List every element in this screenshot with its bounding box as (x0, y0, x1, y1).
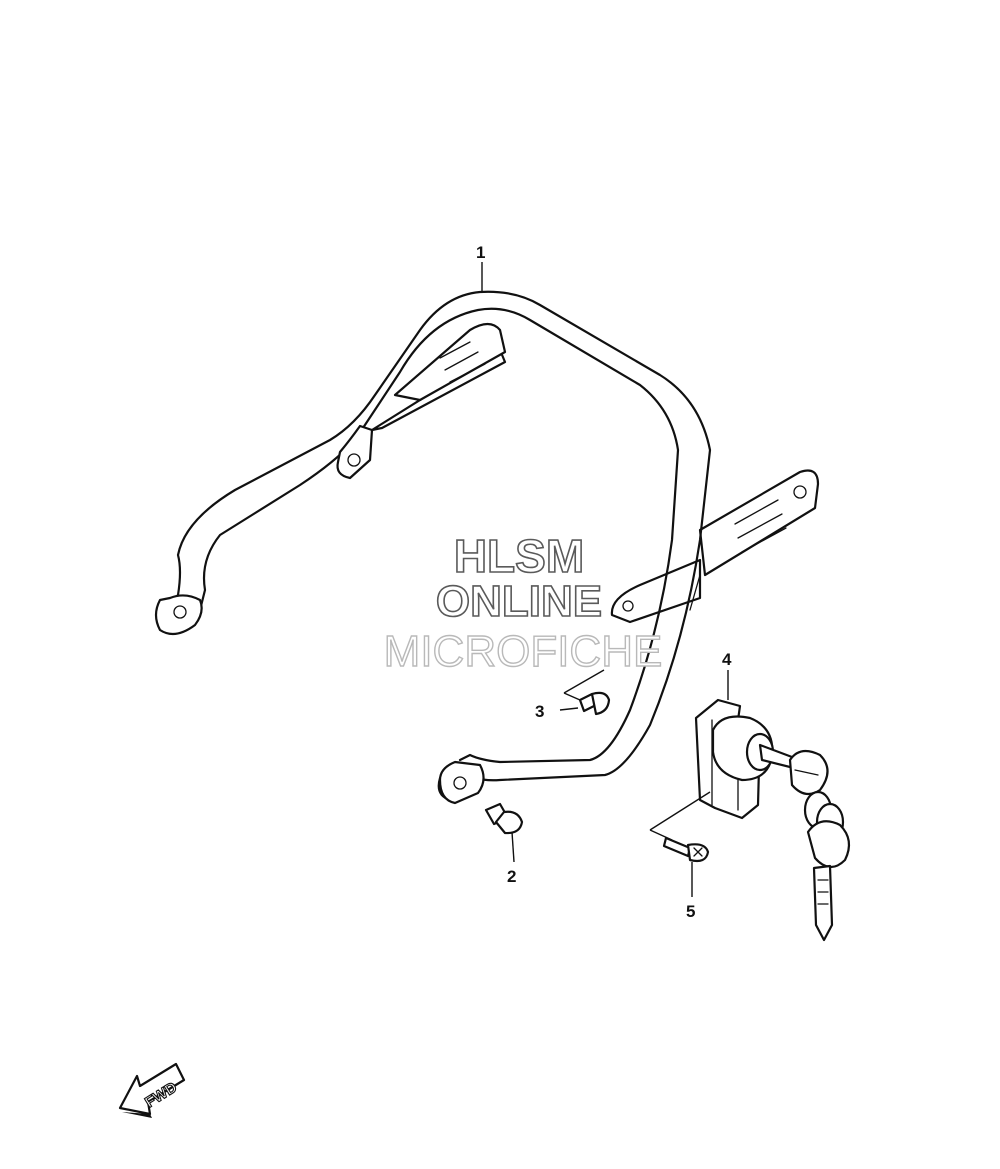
helmet-lock-set[interactable] (694, 670, 851, 942)
callout-2: 2 (507, 867, 516, 886)
screw-5[interactable] (649, 791, 711, 897)
watermark-line-3: MICROFICHE (384, 627, 663, 676)
watermark-line-2: ONLINE (436, 577, 602, 626)
callout-3: 3 (535, 702, 544, 721)
bolt-2[interactable] (484, 802, 524, 863)
callout-5: 5 (686, 902, 695, 921)
grab-rail[interactable] (154, 290, 820, 805)
watermark-line-1: HLSM (454, 530, 584, 582)
fwd-arrow-icon: FWD (118, 1062, 186, 1118)
bolt-3[interactable] (559, 669, 611, 716)
callout-1: 1 (476, 243, 485, 262)
callout-4: 4 (722, 650, 732, 669)
